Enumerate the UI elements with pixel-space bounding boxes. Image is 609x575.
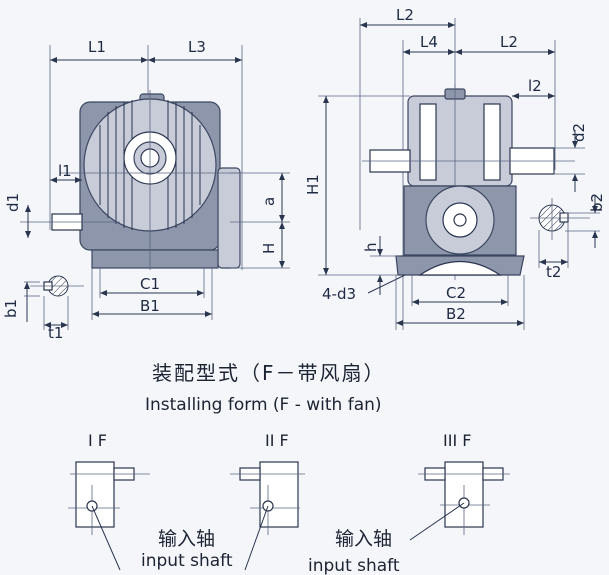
input-shaft-english-2: input shaft: [308, 556, 400, 575]
form-1: I F: [68, 431, 150, 535]
label-H1: H1: [304, 174, 322, 195]
output-key: [559, 212, 569, 223]
caption-english: Installing form (F - with fan): [145, 395, 382, 415]
form-2: II F: [230, 431, 305, 535]
label-C2: C2: [446, 284, 466, 302]
label-B2: B2: [446, 305, 466, 323]
label-C1: C1: [140, 275, 160, 293]
label-L1: L1: [88, 38, 106, 56]
form-3: III F: [418, 431, 510, 535]
label-d1: d1: [4, 193, 22, 212]
label-L2: L2: [500, 33, 518, 51]
holes-leader: [367, 274, 406, 294]
label-b2: b2: [588, 193, 606, 212]
front-view: [20, 45, 290, 330]
label-l1: l1: [58, 162, 72, 180]
leader-form-1: [91, 505, 121, 571]
label-t2: t2: [546, 263, 561, 281]
label-holes: 4-d3: [322, 285, 356, 303]
form-2-label: II F: [265, 431, 289, 450]
side-input-shaft-end: [453, 213, 467, 227]
form-1-label: I F: [88, 431, 107, 450]
label-L4: L4: [420, 33, 438, 51]
label-a: a: [260, 197, 278, 206]
side-view: [318, 18, 600, 330]
leader-form-3: [409, 502, 465, 541]
motor-side-cover: [217, 167, 241, 269]
label-L3: L3: [188, 38, 206, 56]
leader-form-2: [244, 505, 269, 571]
label-L2-top: L2: [396, 6, 414, 24]
front-base: [91, 249, 219, 269]
label-h: h: [362, 242, 380, 252]
side-base-arch: [418, 260, 502, 276]
caption-chinese: 装配型式（F－带风扇）: [152, 361, 386, 385]
input-shaft-chinese-1: 输入轴: [158, 528, 215, 550]
label-B1: B1: [140, 297, 160, 315]
label-H: H: [260, 243, 278, 254]
input-shaft-english-1: input shaft: [141, 551, 233, 571]
label-d2: d2: [570, 123, 588, 142]
form-1-body: [75, 461, 115, 528]
label-b1: b1: [2, 299, 20, 318]
label-t1: t1: [48, 324, 63, 342]
label-l2: l2: [528, 77, 542, 95]
side-rib-right: [483, 103, 501, 181]
form-3-label: III F: [443, 431, 471, 450]
input-shaft-chinese-2: 输入轴: [335, 528, 392, 550]
form-2-body: [259, 461, 299, 528]
side-rib-left: [419, 103, 437, 181]
